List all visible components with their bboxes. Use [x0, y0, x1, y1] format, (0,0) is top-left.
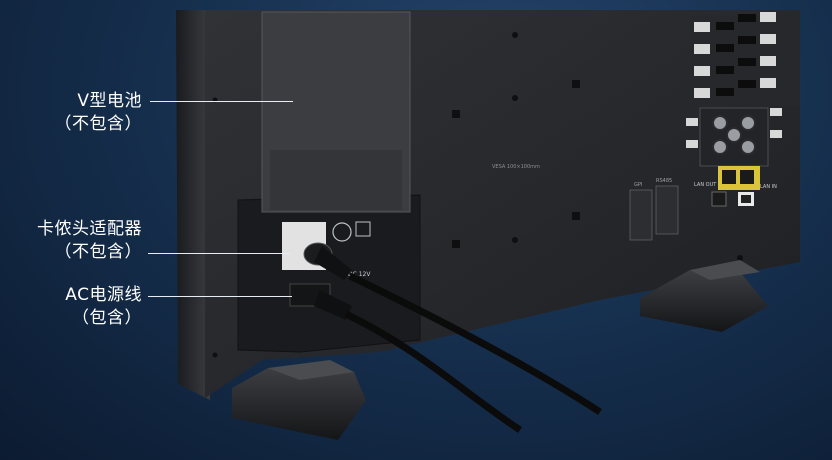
vesa-text: VESA 100×100mm [492, 164, 540, 170]
monitor-side-edge [176, 10, 210, 400]
battery-label: V型电池 [77, 91, 142, 111]
ac-leader-line [148, 296, 292, 297]
callout-battery: V型电池 （不包含） [55, 90, 143, 136]
input-port-panel [690, 12, 800, 106]
battery-leader-line [150, 101, 293, 102]
left-foot-stand [232, 360, 366, 440]
rs485-text: RS485 [656, 178, 672, 184]
lan-out-text: LAN OUT [694, 182, 717, 188]
vesa-mount-holes [212, 32, 743, 358]
ac-note: （包含） [72, 308, 142, 328]
callout-ac: AC电源线 （包含） [65, 284, 142, 330]
callout-adapter: 卡侬头适配器 （不包含） [37, 218, 142, 264]
adapter-leader-line [148, 253, 290, 254]
ac-cable [344, 310, 522, 433]
xlr-cable [348, 272, 602, 415]
lan-ports [711, 166, 760, 207]
bnc-connectors [686, 107, 782, 167]
adapter-note: （不包含） [54, 242, 142, 262]
gpi-text: GPI [634, 182, 642, 188]
rear-compartment [237, 194, 421, 353]
xlr-adapter-plug [303, 242, 352, 280]
battery-note: （不包含） [54, 114, 142, 134]
dc-text: DC 12V [348, 271, 371, 278]
ac-power-plug [289, 283, 352, 320]
adapter-label: 卡侬头适配器 [37, 219, 142, 239]
ac-label: AC电源线 [65, 285, 142, 305]
pin-spec-table [629, 185, 679, 241]
lan-in-text: LAN IN [760, 184, 777, 190]
right-foot-stand [640, 260, 768, 332]
